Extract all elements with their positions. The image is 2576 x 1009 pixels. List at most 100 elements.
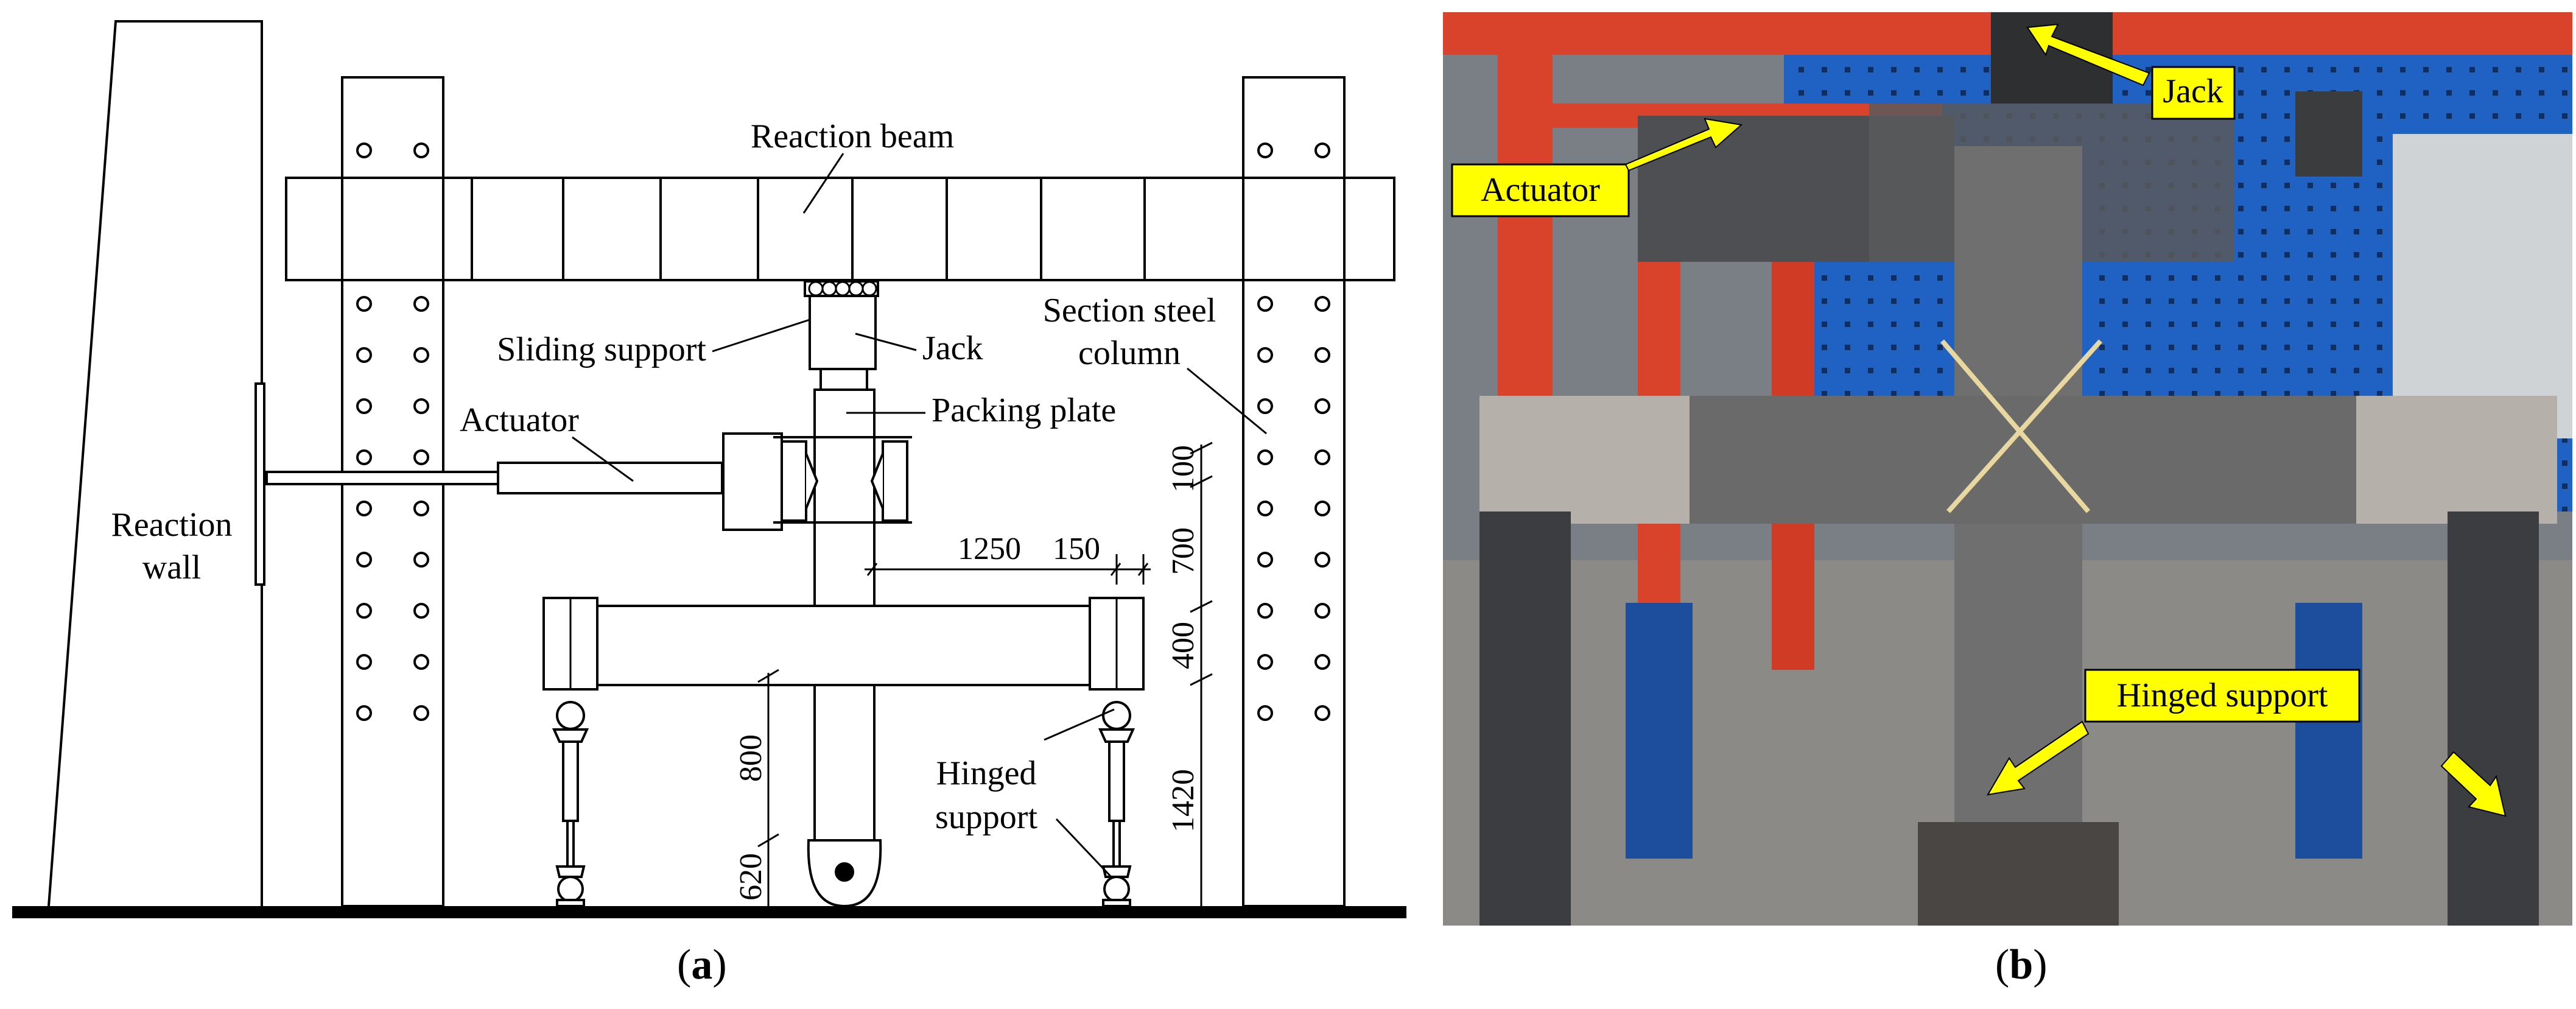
bolt-hole	[413, 603, 429, 619]
bolt-hole	[356, 552, 372, 568]
bolt-hole	[1257, 296, 1273, 312]
bolt-hole	[356, 142, 372, 158]
right-column-bolt-holes	[1257, 142, 1330, 721]
section-steel-column-label-1: Section steel	[1043, 292, 1216, 329]
hinged-support-arrow-right	[2440, 751, 2507, 817]
bolt-hole	[413, 347, 429, 363]
actuator-body	[497, 462, 723, 494]
bolt-hole	[413, 552, 429, 568]
sliding-support-rollers	[808, 281, 877, 297]
hinged-support-label-1: Hinged	[936, 754, 1037, 792]
bolt-hole	[1314, 449, 1330, 465]
bolt-hole	[1257, 603, 1273, 619]
bolt-hole	[413, 398, 429, 414]
hinged-support-callout: Hinged support	[1987, 669, 2507, 817]
loading-wedge-left	[805, 453, 819, 509]
bolt-hole	[1257, 552, 1273, 568]
loading-clamp-right	[882, 440, 908, 522]
bolt-hole	[356, 347, 372, 363]
hinged-support-label-2: support	[935, 798, 1037, 836]
column-base-photo	[1918, 822, 2119, 926]
horizontal-dimension-chain	[865, 554, 1151, 585]
bolt-hole	[1314, 552, 1330, 568]
dim-1420: 1420	[1166, 769, 1201, 832]
diagonal-gauge-2	[1946, 339, 2102, 513]
right-pedestal-photo	[2448, 512, 2539, 926]
reaction-beam-stiffeners	[341, 178, 1346, 280]
beam-end-right-photo	[2356, 396, 2557, 524]
loading-wedge-right	[870, 453, 884, 509]
bolt-hole	[413, 705, 429, 721]
ground-slab	[12, 906, 1406, 918]
sliding-support-leader	[712, 318, 810, 353]
bolt-hole	[1314, 501, 1330, 516]
reaction-beam-label: Reaction beam	[751, 118, 954, 155]
bolt-hole	[1257, 398, 1273, 414]
bolt-hole	[1314, 142, 1330, 158]
bolt-hole	[356, 603, 372, 619]
schematic-panel: Reaction wall Reaction beam Sliding supp…	[12, 20, 1406, 988]
bolt-hole	[356, 501, 372, 516]
jack-leader	[855, 332, 917, 351]
jack-callout: Jack	[2026, 23, 2236, 120]
actuator-callout: Actuator	[1451, 118, 1743, 217]
dim-100: 100	[1166, 445, 1201, 493]
bolt-hole	[1257, 501, 1273, 516]
jack-label: Jack	[922, 329, 983, 367]
reaction-wall	[47, 20, 263, 907]
left-hinged-support	[552, 701, 589, 907]
bolt-hole	[356, 705, 372, 721]
right-hinged-support	[1098, 701, 1135, 907]
bolt-hole	[413, 449, 429, 465]
column-dimension-chain	[757, 669, 779, 906]
hinged-support-arrow-left	[1987, 720, 2090, 796]
hinged-support-leader-right	[1055, 818, 1112, 878]
jack-arrow	[2026, 23, 2150, 86]
actuator-rod	[265, 471, 499, 485]
dim-800: 800	[734, 734, 768, 782]
column-base-pin	[835, 862, 854, 882]
bolt-hole	[1314, 654, 1330, 670]
left-pedestal-photo	[1479, 512, 1571, 926]
reaction-beam	[285, 177, 1395, 281]
bolt-hole	[356, 654, 372, 670]
vertical-dimension-chain	[1190, 441, 1213, 906]
reaction-beam-leader	[802, 153, 844, 214]
reaction-wall-label-1: Reaction	[111, 506, 232, 544]
beam-end-left-photo	[1479, 396, 1690, 524]
actuator-arrow	[1624, 118, 1743, 172]
bolt-hole	[1314, 705, 1330, 721]
bolt-hole	[1257, 347, 1273, 363]
svg-text:Actuator: Actuator	[1481, 171, 1600, 209]
loading-clamp-left	[781, 440, 807, 522]
packing-plate	[819, 368, 868, 391]
bolt-hole	[1314, 296, 1330, 312]
caption-b: (b)	[1995, 941, 2048, 988]
bolt-hole	[1314, 398, 1330, 414]
jack	[809, 295, 877, 370]
sliding-support-label: Sliding support	[497, 331, 706, 368]
bolt-hole	[356, 296, 372, 312]
dim-150: 150	[1053, 532, 1100, 566]
svg-text:Hinged support: Hinged support	[2117, 677, 2328, 714]
section-steel-column-leader	[1187, 367, 1267, 435]
loading-head	[722, 432, 783, 531]
bolt-hole	[1314, 603, 1330, 619]
schematic-drawing: Reaction wall Reaction beam Sliding supp…	[12, 20, 1406, 918]
reaction-wall-label-2: wall	[142, 549, 201, 586]
diagonal-gauge-1	[1940, 339, 2091, 513]
hinged-support-leader-left	[1044, 708, 1115, 741]
dim-400: 400	[1166, 622, 1201, 669]
dim-620: 620	[734, 853, 768, 901]
bolt-hole	[356, 398, 372, 414]
left-blue-stand-photo	[1626, 603, 1693, 859]
bolt-hole	[1257, 705, 1273, 721]
jack-right-photo	[2295, 91, 2362, 177]
bolt-hole	[413, 654, 429, 670]
photo-illustration: Jack Actuator Hinged support	[1443, 12, 2575, 926]
caption-a: (a)	[677, 941, 727, 988]
right-blue-stand-photo	[2295, 603, 2362, 859]
dim-1250: 1250	[958, 532, 1021, 566]
svg-text:Jack: Jack	[2163, 72, 2223, 110]
bolt-hole	[356, 449, 372, 465]
